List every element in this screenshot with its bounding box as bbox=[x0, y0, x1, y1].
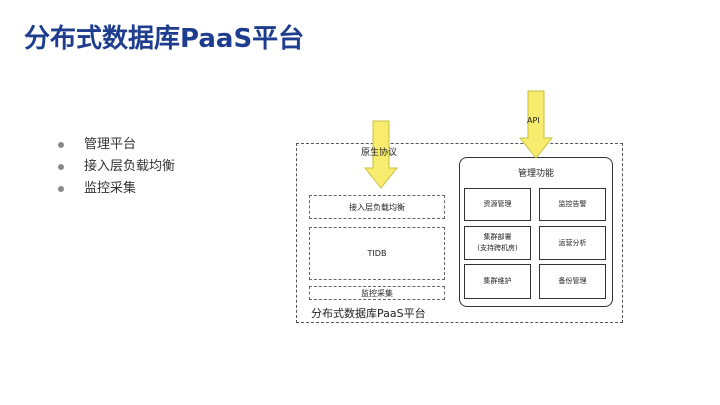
bullet-text: 管理平台 bbox=[84, 137, 137, 152]
ops-analysis-label: 运营分析 bbox=[558, 238, 587, 247]
protocol-label: 原生协议 bbox=[361, 148, 398, 158]
protocol-arrow-icon bbox=[364, 120, 398, 189]
monitor-box: 监控采集 bbox=[309, 286, 445, 300]
cluster-deploy-sublabel: (支持跨机房) bbox=[477, 244, 518, 252]
bullet-dot-icon bbox=[58, 186, 64, 192]
management-title: 管理功能 bbox=[517, 169, 554, 179]
bullet-item: 监控采集 bbox=[58, 178, 175, 200]
cluster-deploy-cell: 集群部署 (支持跨机房) bbox=[464, 226, 531, 260]
api-arrow-shape bbox=[519, 90, 553, 159]
load-balancer-box: 接入层负载均衡 bbox=[309, 195, 445, 219]
bullet-dot-icon bbox=[58, 142, 64, 148]
tidb-box: TIDB bbox=[309, 227, 445, 280]
bullet-text: 接入层负载均衡 bbox=[84, 159, 176, 174]
bullet-item: 接入层负载均衡 bbox=[58, 156, 175, 178]
monitor-label: 监控采集 bbox=[361, 288, 393, 298]
ops-analysis-cell: 运营分析 bbox=[539, 226, 606, 260]
tidb-label: TIDB bbox=[367, 249, 387, 258]
cluster-maintenance-cell: 集群维护 bbox=[464, 264, 531, 299]
bullet-text: 监控采集 bbox=[84, 181, 137, 196]
bullet-dot-icon bbox=[58, 164, 64, 170]
monitor-alert-cell: 监控告警 bbox=[539, 188, 606, 221]
api-arrow-icon bbox=[519, 90, 553, 159]
resource-management-label: 资源管理 bbox=[483, 200, 512, 208]
platform-boundary bbox=[296, 143, 623, 323]
monitor-alert-label: 监控告警 bbox=[558, 200, 587, 208]
protocol-arrow-shape bbox=[364, 120, 398, 189]
resource-management-cell: 资源管理 bbox=[464, 188, 531, 221]
page-title: 分布式数据库PaaS平台 bbox=[24, 24, 305, 54]
backup-management-label: 备份管理 bbox=[558, 277, 587, 285]
load-balancer-label: 接入层负载均衡 bbox=[349, 202, 405, 212]
cluster-maintenance-label: 集群维护 bbox=[483, 277, 512, 285]
bullet-list: 管理平台 接入层负载均衡 监控采集 bbox=[58, 134, 175, 200]
platform-label: 分布式数据库PaaS平台 bbox=[311, 307, 426, 320]
api-label: API bbox=[527, 116, 540, 125]
cluster-deploy-label: 集群部署 bbox=[483, 233, 512, 241]
bullet-item: 管理平台 bbox=[58, 134, 175, 156]
backup-management-cell: 备份管理 bbox=[539, 264, 606, 299]
